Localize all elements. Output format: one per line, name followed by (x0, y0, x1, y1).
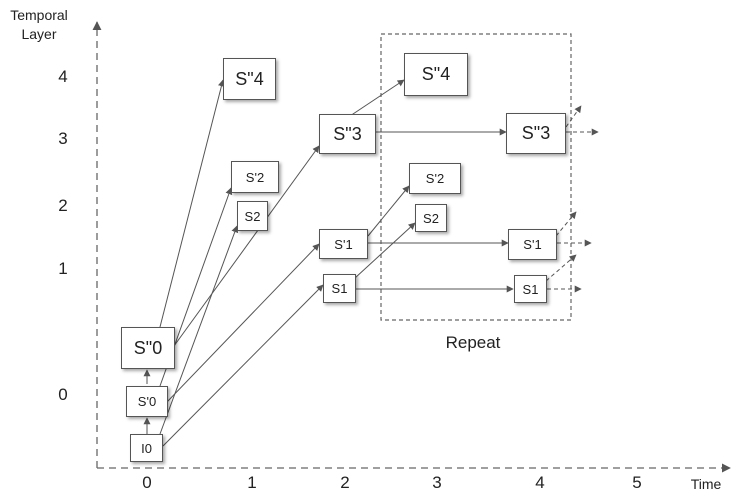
x-tick-1: 1 (247, 473, 257, 492)
reference-arrows (143, 79, 514, 447)
node-sp0: S'0 (126, 386, 168, 417)
node-sp2-t3: S'2 (409, 163, 461, 194)
node-sp1-t2: S'1 (319, 229, 368, 259)
node-i0: I0 (130, 434, 163, 462)
node-s2-t1: S2 (237, 201, 268, 231)
continuation-arrows (545, 105, 599, 293)
y-axis-title-line1: Temporal (10, 7, 68, 23)
y-axis-title-line2: Layer (21, 26, 57, 42)
x-tick-2: 2 (340, 473, 350, 492)
y-tick-0: 0 (58, 385, 68, 404)
arrow-sp0-sp1 (166, 243, 320, 403)
repeat-region-box (380, 33, 572, 321)
x-tick-0: 0 (142, 473, 152, 492)
y-tick-2: 2 (58, 196, 68, 215)
arrow-spp3-spp4 (349, 79, 405, 117)
x-axis-title: Time (690, 476, 722, 492)
cont-spp3-up (565, 105, 582, 128)
node-spp3-t2: S"3 (319, 114, 376, 154)
arrow-sp1-sp2 (367, 185, 410, 237)
arrow-i0-s1 (162, 284, 324, 447)
node-spp3-t4: S"3 (506, 113, 566, 154)
node-s1-t4: S1 (514, 275, 547, 303)
node-spp0: S"0 (121, 327, 175, 369)
y-tick-3: 3 (58, 129, 68, 148)
arrow-s1-s2 (354, 222, 416, 279)
node-s1-t2: S1 (323, 274, 356, 303)
node-s2-t3: S2 (415, 204, 447, 232)
node-spp4-t3: S"4 (404, 53, 468, 96)
cont-sp1-up (555, 211, 577, 237)
y-axis-title: Temporal Layer (2, 6, 76, 44)
arrow-i0-s2 (159, 225, 239, 435)
node-spp4-t1: S"4 (223, 58, 276, 100)
x-tick-3: 3 (432, 473, 442, 492)
x-tick-4: 4 (535, 473, 545, 492)
repeat-label: Repeat (445, 333, 501, 352)
y-tick-1: 1 (58, 259, 68, 278)
node-sp2-t1: S'2 (231, 161, 279, 193)
node-sp1-t4: S'1 (508, 229, 557, 260)
arrow-spp0-spp3 (173, 145, 320, 347)
y-tick-4: 4 (58, 67, 68, 86)
x-tick-5: 5 (632, 473, 642, 492)
arrow-spp0-spp4 (159, 79, 225, 328)
